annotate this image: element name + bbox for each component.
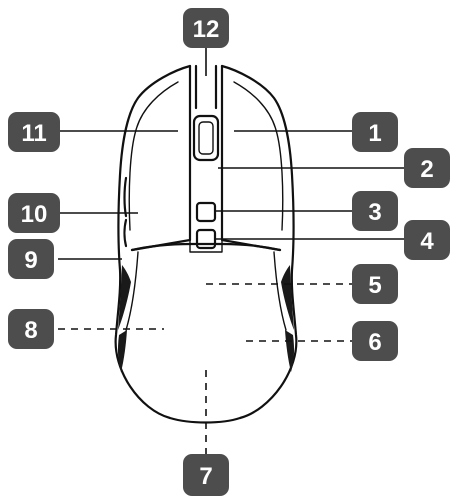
callout-1-label: 1 — [368, 120, 381, 147]
callout-4: 4 — [404, 220, 450, 260]
callout-7-label: 7 — [199, 463, 212, 490]
callout-6: 6 — [352, 321, 398, 361]
callout-1: 1 — [352, 112, 398, 152]
callout-10-label: 10 — [21, 201, 48, 228]
callout-12-label: 12 — [193, 16, 220, 43]
center-divider — [189, 239, 223, 253]
left-button-contour — [128, 81, 179, 231]
callout-8-label: 8 — [24, 317, 37, 344]
callout-8: 8 — [8, 309, 54, 349]
scroll-wheel — [192, 114, 220, 162]
callout-6-label: 6 — [368, 329, 381, 356]
right-side-grip — [281, 265, 294, 330]
scroll-wheel-inner — [198, 121, 214, 155]
callout-3-label: 3 — [368, 199, 381, 226]
dpi-up-button — [195, 201, 217, 223]
mouse-illustration — [114, 64, 298, 424]
callout-7: 7 — [183, 454, 229, 496]
palm-rest-right-edge — [273, 251, 287, 331]
side-button-forward — [123, 176, 128, 218]
center-channel — [194, 64, 218, 110]
callout-9-label: 9 — [24, 247, 37, 274]
callout-5-label: 5 — [368, 272, 381, 299]
side-button-back — [123, 218, 128, 248]
callout-11-label: 11 — [21, 120, 46, 147]
left-side-grip-lower — [117, 330, 127, 372]
callout-12: 12 — [183, 8, 229, 48]
callout-9: 9 — [8, 239, 54, 279]
dpi-down-button — [195, 228, 217, 250]
callout-11: 11 — [8, 112, 60, 152]
callout-4-label: 4 — [420, 228, 434, 255]
right-button-contour — [233, 81, 284, 231]
palm-rest-left-edge — [125, 251, 139, 331]
callout-10: 10 — [8, 193, 60, 233]
callout-5: 5 — [352, 264, 398, 304]
callout-3: 3 — [352, 191, 398, 231]
callout-2-label: 2 — [420, 156, 433, 183]
callout-2: 2 — [404, 148, 450, 188]
left-side-grip — [118, 265, 131, 330]
palm-rest — [130, 242, 282, 252]
leader-lines — [58, 46, 404, 454]
